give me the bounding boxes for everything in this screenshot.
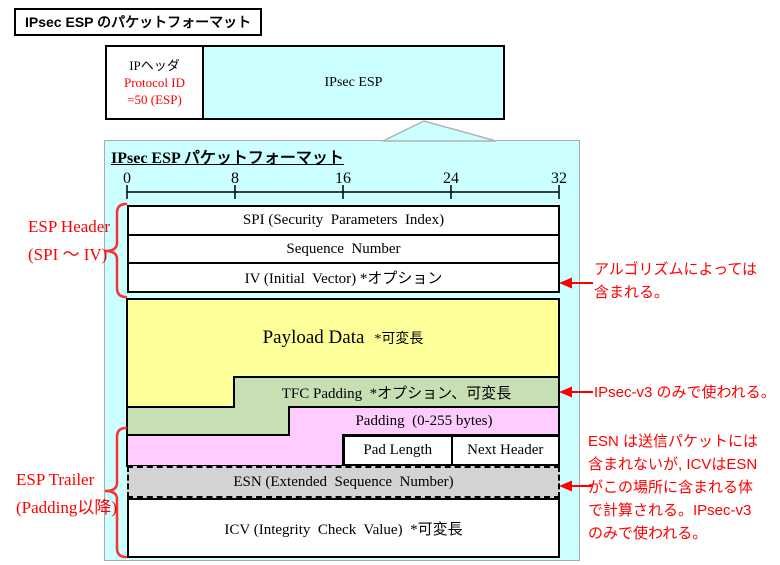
field-icv: ICV (Integrity Check Value) *可変長 bbox=[127, 498, 560, 558]
field-payload-data: Payload Data *可変長 bbox=[127, 299, 559, 377]
field-sequence-number: Sequence Number bbox=[129, 233, 558, 263]
esp-header-rows: SPI (Security Parameters Index) Sequence… bbox=[127, 205, 560, 293]
field-esn: ESN (Extended Sequence Number) bbox=[127, 466, 560, 498]
field-padding: Padding (0-255 bytes) bbox=[355, 412, 493, 429]
iv-annotation: アルゴリズムによっては 含まれる。 bbox=[594, 261, 758, 301]
esn-annotation: ESN は送信パケットには 含まれないが, ICVはESN がこの場所に含まれる… bbox=[588, 433, 759, 542]
field-iv: IV (Initial Vector) *オプション bbox=[129, 262, 558, 291]
tfc-annotation: IPsec-v3 のみで使われる。 bbox=[594, 384, 776, 401]
ip-header-label: IPヘッダ bbox=[129, 58, 180, 73]
field-pad-length: Pad Length bbox=[363, 442, 433, 458]
field-spi: SPI (Security Parameters Index) bbox=[242, 211, 445, 228]
ruler-tick-24: 24 bbox=[443, 170, 459, 187]
ip-header-cell: IPヘッダ Protocol ID =50 (ESP) bbox=[107, 47, 204, 118]
ruler-tick-16: 16 bbox=[335, 170, 351, 187]
ruler-tick-8: 8 bbox=[231, 170, 239, 187]
protocol-id-label: Protocol ID bbox=[123, 75, 186, 90]
protocol-value-label: =50 (ESP) bbox=[127, 92, 182, 107]
panel-title: IPsec ESP パケットフォーマット bbox=[111, 150, 344, 167]
esp-trailer-label: ESP Trailer (Padding以降) bbox=[16, 470, 118, 517]
ipsec-esp-cell: IPsec ESP bbox=[204, 47, 503, 118]
ruler-tick-32: 32 bbox=[551, 170, 567, 187]
payload-data-note: *可変長 bbox=[374, 332, 424, 347]
ruler-tick-0: 0 bbox=[123, 170, 131, 187]
payload-data-label: Payload Data bbox=[262, 327, 365, 348]
ip-packet-strip: IPヘッダ Protocol ID =50 (ESP) IPsec ESP bbox=[105, 45, 505, 120]
connector-funnel bbox=[382, 120, 497, 142]
field-next-header: Next Header bbox=[450, 437, 559, 464]
field-tfc-padding: TFC Padding *オプション、可変長 bbox=[281, 385, 512, 402]
page-title: IPsec ESP のパケットフォーマット bbox=[14, 8, 263, 36]
esp-header-label: ESP Header (SPI ～ IV) bbox=[28, 217, 110, 264]
pad-length-next-header-row: Pad Length Next Header bbox=[343, 435, 560, 466]
